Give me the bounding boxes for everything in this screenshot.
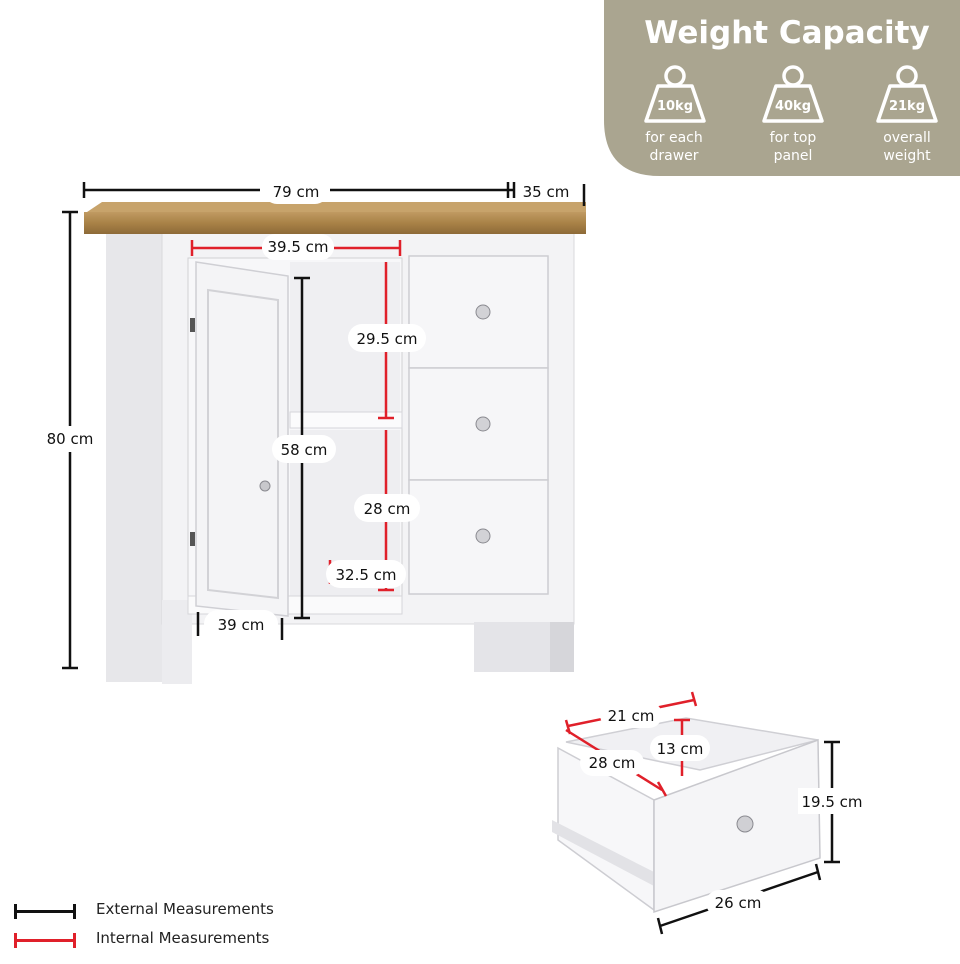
weight-caption-line2: panel [774,148,813,164]
weight-icon: 21kg [876,65,938,123]
legend-external-line [14,904,76,919]
internal-width-label: 39.5 cm [267,238,328,256]
drawer-knob [475,304,491,320]
drawer-inner-depth-label: 28 cm [589,754,636,772]
weight-caption-line2: drawer [649,148,698,164]
cabinet-height-label: 58 cm [281,441,328,459]
weight-caption-line1: overall [883,130,931,146]
weight-capacity-badge: Weight Capacity 10kg 40kg 21kg for each … [604,0,960,176]
legend-external: External Measurements [14,900,314,922]
weight-icon: 40kg [762,65,824,123]
door-knob [259,480,271,492]
badge-title: Weight Capacity [644,15,929,51]
upper-shelf-height-label: 29.5 cm [356,330,417,348]
drawer-knob [736,815,754,833]
bottom-gap-label: 32.5 cm [335,566,396,584]
badge-background [604,0,960,176]
weight-value: 40kg [775,99,811,114]
external-height-label: 80 cm [47,430,94,448]
drawer-knob [475,528,491,544]
drawer-inner-height-label: 13 cm [657,740,704,758]
drawer-outer-height-label: 19.5 cm [801,793,862,811]
weight-icon: 10kg [644,65,706,123]
legend-internal: Internal Measurements [14,929,314,951]
drawer-inner-width-label: 21 cm [608,707,655,725]
weight-value: 10kg [657,99,693,114]
legend-external-label: External Measurements [96,900,274,918]
legend-internal-label: Internal Measurements [96,929,270,947]
drawer-knob [475,416,491,432]
door-hinge [190,318,195,332]
external-width-label: 79 cm [273,183,320,201]
door-hinge [190,532,195,546]
wooden-top [84,212,586,234]
legend-internal-line [14,933,76,948]
lower-shelf-height-label: 28 cm [364,500,411,518]
cabinet-left-side [106,230,166,682]
weight-value: 21kg [889,99,925,114]
door-width-label: 39 cm [218,616,265,634]
weight-caption-line1: for each [645,130,702,146]
weight-caption-line2: weight [883,148,931,164]
weight-caption-line1: for top [770,130,817,146]
shelf [289,411,403,429]
cabinet-illustration [84,202,586,684]
external-depth-label: 35 cm [523,183,570,201]
open-door [195,261,289,617]
drawer-outer-width-label: 26 cm [715,894,762,912]
cabinet-left-leg [162,600,192,684]
